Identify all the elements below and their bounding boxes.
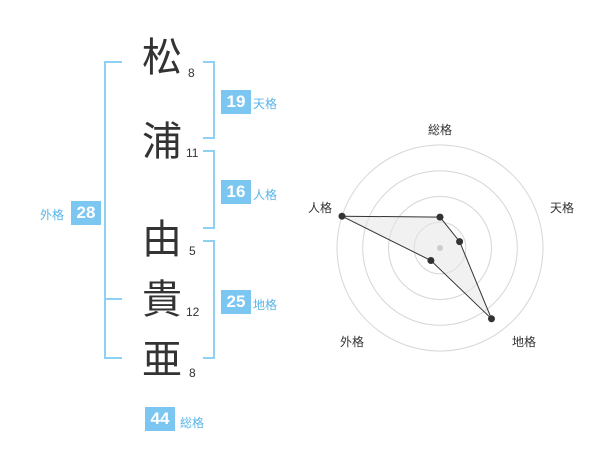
jinkaku-bracket-vertical	[213, 150, 215, 229]
tenkaku-bracket-vertical	[213, 61, 215, 139]
gaikaku-label: 外格	[40, 208, 65, 222]
gaikaku-bracket-bottom	[104, 357, 122, 359]
tenkaku-label: 天格	[253, 97, 278, 111]
surname-char-1-strokes: 8	[188, 66, 195, 80]
soukaku-label: 総格	[180, 416, 205, 430]
radar-axis-label-tenkaku: 天格	[550, 200, 574, 215]
jinkaku-value: 16	[221, 180, 251, 204]
given-char-3: 亜	[142, 337, 182, 383]
radar-ring	[336, 144, 544, 352]
tenkaku-bracket-top	[203, 61, 215, 63]
tenkaku-bracket-bottom	[203, 137, 215, 139]
radar-point-0	[436, 213, 444, 221]
radar-axis-label-chikaku: 地格	[512, 334, 536, 349]
radar-ring	[388, 196, 492, 300]
chikaku-bracket-bottom	[203, 357, 215, 359]
chikaku-value: 25	[221, 290, 251, 314]
given-char-2-strokes: 12	[186, 305, 200, 319]
chikaku-label: 地格	[253, 298, 278, 312]
surname-char-1: 松	[142, 35, 182, 81]
gaikaku-value: 28	[71, 201, 101, 225]
gaikaku-bracket-vertical	[104, 61, 106, 359]
chikaku-bracket-top	[203, 240, 215, 242]
tenkaku-value: 19	[221, 90, 251, 114]
radar-ring	[362, 170, 518, 326]
given-char-1: 由	[142, 217, 182, 263]
radar-axis-label-gaikaku: 外格	[340, 334, 364, 349]
radar-point-2	[488, 315, 495, 323]
given-char-3-strokes: 8	[189, 366, 196, 380]
radar-point-4	[338, 212, 346, 220]
surname-char-2: 浦	[142, 119, 182, 165]
soukaku-value: 44	[145, 407, 175, 431]
radar-chart: 総格 天格 地格 外格 人格	[308, 122, 574, 352]
radar-area	[341, 215, 492, 320]
given-char-2: 貴	[142, 277, 182, 323]
gaikaku-bracket-top	[104, 61, 122, 63]
radar-point-1	[456, 238, 464, 246]
jinkaku-label: 人格	[253, 188, 278, 202]
radar-point-3	[427, 257, 435, 264]
surname-char-2-strokes: 11	[186, 146, 199, 160]
radar-points	[338, 212, 495, 323]
jinkaku-bracket-top	[203, 150, 215, 152]
radar-axis-label-jinkaku: 人格	[308, 200, 332, 215]
given-char-1-strokes: 5	[189, 244, 196, 258]
chikaku-bracket-vertical	[213, 240, 215, 359]
gaikaku-bracket-middle	[104, 298, 122, 300]
jinkaku-bracket-bottom	[203, 227, 215, 229]
radar-axis-label-soukaku: 総格	[428, 122, 452, 137]
radar-center-dot	[437, 245, 443, 251]
